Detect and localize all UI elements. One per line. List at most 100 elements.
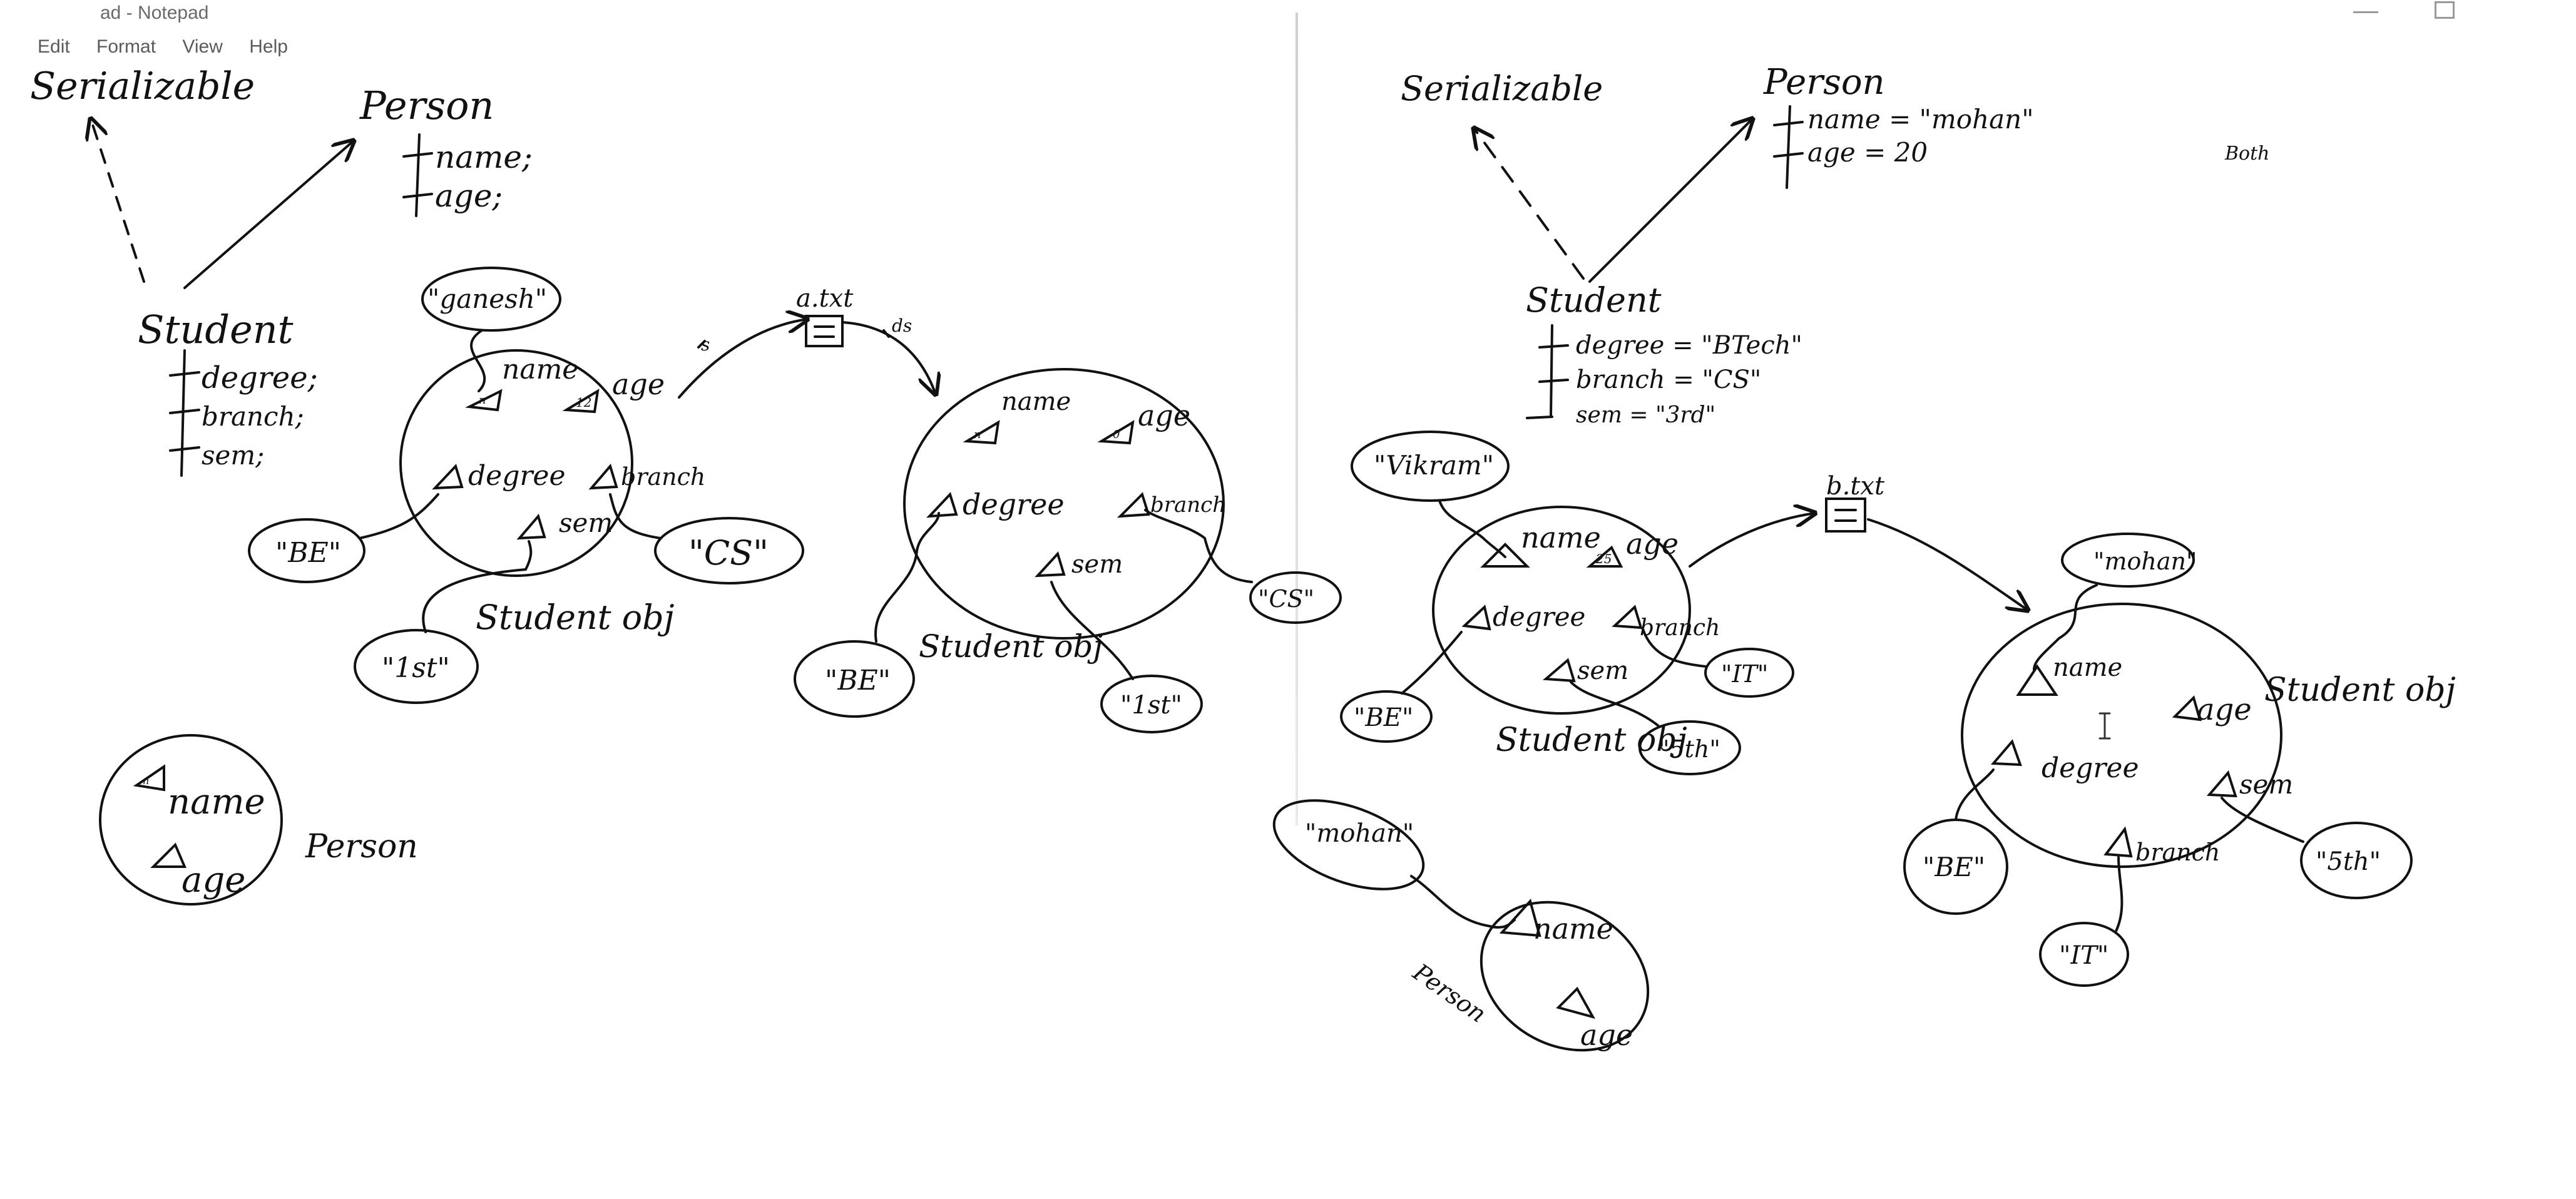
connector-it-branch-2: [2114, 856, 2124, 934]
connector-be-degree: [359, 493, 439, 539]
menu-view[interactable]: View: [182, 36, 223, 57]
value-be-4: "BE": [1923, 852, 1985, 882]
value-bubble-cs-2: [1249, 571, 1342, 624]
right-student-field-degree: degree = "BTech": [1576, 331, 1802, 360]
value-bubble-be-2: [794, 640, 915, 718]
right-student-bracket: [1526, 324, 1569, 419]
r-field-branch: branch: [1640, 615, 1720, 641]
r-sem-field-icon: [1542, 658, 1576, 683]
connector-be-degree-2: [874, 512, 940, 643]
r2-field-sem: sem: [2239, 769, 2293, 800]
value-bubble-5th: [1638, 720, 1741, 775]
menu-edit[interactable]: Edit: [38, 36, 70, 57]
maximize-icon[interactable]: [2435, 1, 2455, 19]
value-ganesh: "ganesh": [427, 283, 547, 314]
field-age: age: [612, 367, 665, 401]
connector-5th-sem: [1570, 681, 1660, 727]
person-name-icon: [133, 764, 165, 792]
deserialize-arrow: [841, 321, 936, 394]
value-bubble-it: [1704, 648, 1794, 698]
menu-format[interactable]: Format: [96, 36, 156, 57]
r-person-field-name: name: [1533, 912, 1613, 946]
value-cs: "CS": [688, 533, 769, 573]
age-field-value-2: 0: [1113, 428, 1120, 441]
value-bubble-1st: [354, 629, 479, 704]
file-b-label: b.txt: [1826, 472, 1885, 501]
r2-field-branch: branch: [2135, 839, 2220, 866]
value-1st-2: "1st": [1120, 691, 1182, 720]
value-be-3: "BE": [1354, 703, 1413, 732]
file-a-lines: [814, 325, 835, 338]
field-age-2: age: [1138, 399, 1190, 432]
right-person-bracket: [1773, 105, 1804, 189]
right-person-object: [1480, 901, 1650, 1052]
deserialize-arrow-2: [1867, 518, 2028, 610]
field-sem-2: sem: [1071, 550, 1123, 579]
minimize-icon[interactable]: [2353, 1, 2378, 13]
r-field-age: age: [1626, 527, 1679, 561]
serialize-arrow: [678, 319, 807, 399]
arrow-ticks: [697, 329, 890, 349]
value-1st: "1st": [382, 652, 450, 684]
left-deserialized-object: [903, 368, 1225, 640]
value-bubble-1st-2: [1100, 675, 1203, 733]
value-bubble-mohan-2: [2061, 533, 2195, 588]
r-person-age-icon: [1556, 986, 1596, 1019]
r2-field-degree: degree: [2042, 752, 2139, 784]
field-degree-2: degree: [963, 487, 1065, 521]
value-bubble-vikram: [1351, 431, 1510, 502]
value-cs-2: "CS": [1258, 585, 1314, 613]
left-person-field-age: age;: [435, 178, 503, 214]
r2-name-field-icon: [2016, 664, 2058, 696]
field-branch: branch: [621, 463, 705, 491]
value-be: "BE": [275, 537, 341, 569]
left-person-object: [99, 734, 283, 906]
field-name: name: [502, 354, 578, 385]
right-extends-arrow: [1588, 119, 1752, 283]
r-branch-field-icon: [1612, 605, 1643, 630]
person-age-icon: [150, 842, 187, 868]
r2-age-field-icon: [2172, 695, 2202, 722]
left-deserialized-caption: Student obj: [919, 628, 1103, 665]
r-age-field-icon: [1586, 545, 1623, 568]
left-student-field-degree: degree;: [202, 360, 318, 395]
field-branch-2: branch: [1150, 492, 1226, 518]
file-a-icon: [805, 315, 844, 347]
serialize-mark: s: [701, 334, 710, 355]
value-bubble-ganesh: [421, 267, 561, 332]
page-fold: [1296, 13, 1298, 826]
file-b-lines: [1834, 509, 1857, 522]
value-it: "IT": [1721, 660, 1768, 688]
menu-help[interactable]: Help: [249, 36, 288, 57]
value-bubble-be-3: [1340, 690, 1433, 743]
left-serializable-label: Serializable: [30, 64, 255, 108]
value-it-2: "IT": [2059, 941, 2108, 970]
value-vikram: "Vikram": [1374, 450, 1494, 481]
value-bubble-it-2: [2039, 922, 2129, 987]
value-bubble-5th-2: [2300, 822, 2413, 899]
sem-field-icon: [516, 513, 546, 540]
value-bubble-be: [248, 518, 365, 583]
connector-be-degree-4: [1955, 768, 1995, 821]
field-sem: sem: [559, 508, 613, 538]
r2-degree-field-icon: [1990, 739, 2022, 767]
r2-sem-field-icon: [2206, 770, 2237, 798]
left-implements-arrow: [91, 119, 145, 283]
r-name-field-icon: [1480, 543, 1530, 568]
name-field-icon-2: [963, 420, 1000, 445]
right-implements-arrow: [1474, 128, 1585, 280]
value-5th-2: "5th": [2316, 847, 2381, 876]
age-field-icon: [562, 389, 600, 414]
branch-field-icon-2: [1117, 492, 1150, 518]
field-degree: degree: [468, 460, 565, 492]
value-be-2: "BE": [825, 665, 891, 696]
r2-field-name: name: [2053, 653, 2122, 682]
name-field-value: n: [479, 394, 486, 407]
right-person-caption: Person: [1408, 958, 1491, 1028]
person-name-value: n: [143, 775, 149, 787]
degree-field-icon: [432, 464, 464, 490]
connector-cs-branch: [609, 493, 662, 539]
age-field-value: 12: [576, 395, 591, 410]
name-field-icon: [465, 389, 503, 412]
value-bubble-mohan: [1272, 799, 1425, 890]
